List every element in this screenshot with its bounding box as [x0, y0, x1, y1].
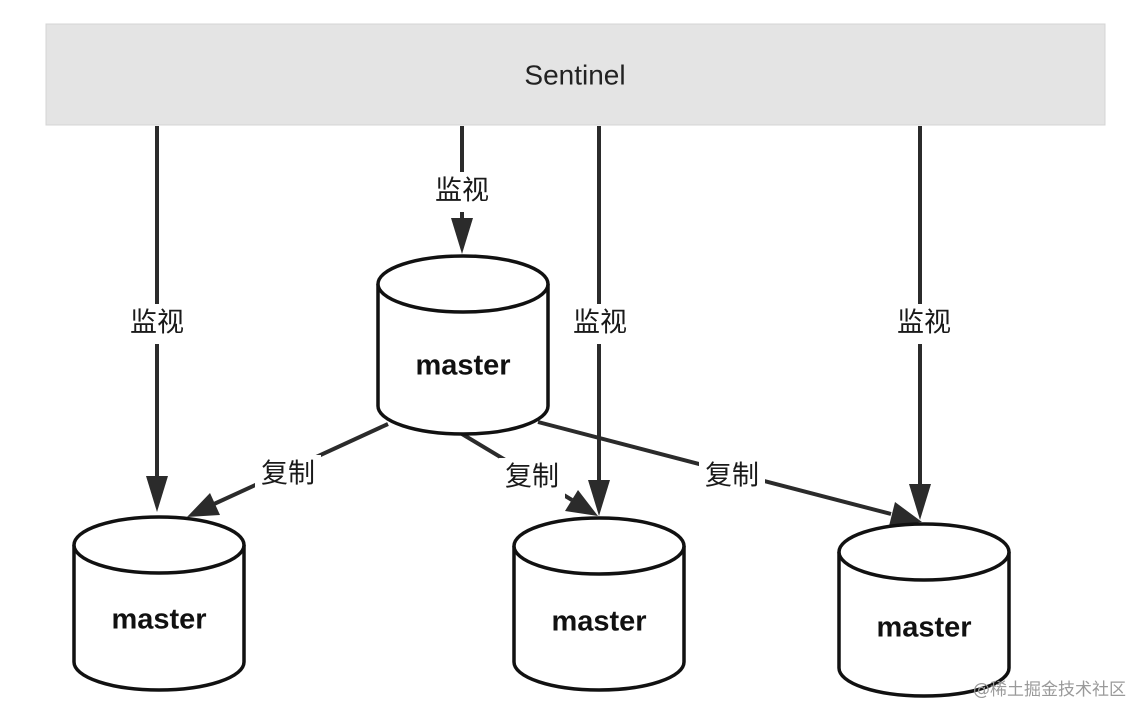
- replicate-edge-right-arrowhead: [889, 502, 922, 526]
- monitor-label-middle-text: 监视: [573, 308, 627, 339]
- monitor-edge-left-arrowhead: [146, 476, 168, 512]
- master-node-left-body: [72, 545, 246, 692]
- monitor-label-top-text: 监视: [435, 176, 489, 207]
- master-node-middle: master: [512, 516, 686, 692]
- master-node-middle-lid: [512, 516, 686, 576]
- sentinel-banner-label: Sentinel: [524, 59, 625, 90]
- sentinel-banner-box: [45, 23, 1106, 126]
- monitor-label-middle: 监视: [567, 304, 633, 344]
- monitor-label-left: 监视: [124, 304, 190, 344]
- monitor-edge-left: [146, 126, 168, 512]
- replicate-edge-middle-arrowhead: [565, 490, 598, 516]
- monitor-label-right-text: 监视: [897, 308, 951, 339]
- master-node-left: master: [72, 515, 246, 692]
- monitor-edge-right-arrowhead: [909, 484, 931, 520]
- monitor-label-top: 监视: [429, 172, 495, 212]
- monitor-edge-top-arrowhead: [451, 218, 473, 254]
- master-node-right: master: [837, 522, 1011, 698]
- master-node-middle-body: [512, 546, 686, 692]
- master-node-right-lid: [837, 522, 1011, 582]
- monitor-label-right: 监视: [891, 304, 957, 344]
- replicate-label-right-text: 复制: [705, 461, 759, 492]
- replicate-label-middle-text: 复制: [505, 462, 559, 493]
- sentinel-banner: Sentinel: [45, 23, 1106, 126]
- replicate-label-middle: 复制: [499, 458, 565, 498]
- master-node-left-label: master: [111, 604, 206, 636]
- master-node-left-lid: [72, 515, 246, 575]
- replicate-label-left-text: 复制: [261, 459, 315, 490]
- master-node-right-label: master: [876, 612, 971, 644]
- master-node-top-body: [376, 284, 550, 436]
- master-node-right-body: [837, 552, 1011, 698]
- monitor-edge-middle-arrowhead: [588, 480, 610, 516]
- master-node-top-label: master: [415, 350, 510, 382]
- master-node-top-lid: [376, 254, 550, 314]
- replicate-label-left: 复制: [255, 455, 321, 495]
- watermark-text: @稀土掘金技术社区: [973, 680, 1126, 700]
- master-node-middle-label: master: [551, 606, 646, 638]
- master-node-top: master: [376, 254, 550, 436]
- monitor-label-left-text: 监视: [130, 308, 184, 339]
- replicate-label-right: 复制: [699, 457, 765, 497]
- replicate-edge-left-arrowhead: [187, 493, 220, 517]
